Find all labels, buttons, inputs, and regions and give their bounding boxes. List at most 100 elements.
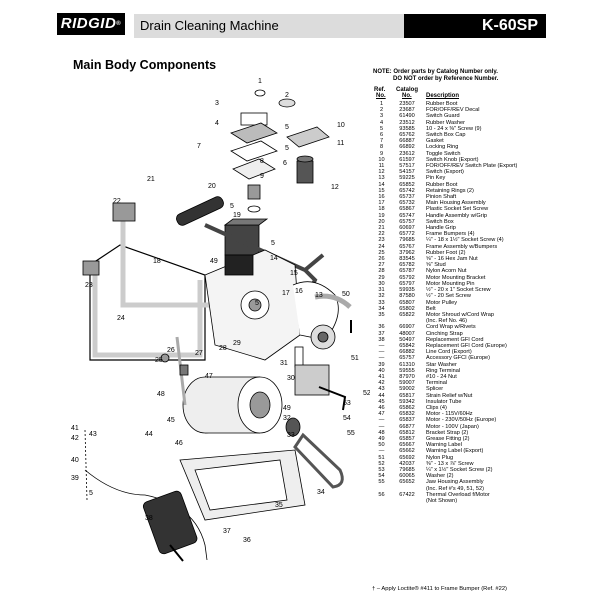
- callout-label: 49: [210, 258, 218, 265]
- part-desc: Switch Box: [426, 218, 454, 225]
- part-desc: Belt: [426, 305, 436, 312]
- table-row: (Inc. Ref #'s 49, 51, 52): [372, 486, 551, 492]
- part-ref: 9: [379, 150, 384, 157]
- callout-label: 5: [89, 490, 93, 497]
- part-cat: 65772: [399, 231, 415, 238]
- callout-label: 32: [283, 415, 291, 422]
- part-desc: Motor - 115V/60Hz: [426, 411, 473, 418]
- part-ref: 32: [378, 293, 385, 300]
- part-ref: 44: [378, 392, 385, 399]
- part-ref: 23: [378, 237, 385, 244]
- part-cat: 59342: [399, 398, 415, 405]
- part-desc: Insulator Tube: [426, 398, 462, 405]
- callout-label: 34: [317, 489, 325, 496]
- part-desc: Motor Shroud w/Cord Wrap: [426, 311, 494, 318]
- part-cat: 50497: [399, 336, 415, 343]
- part-cat: 59225: [399, 175, 415, 182]
- part-cat: 66877: [399, 423, 415, 430]
- part-ref: 25: [378, 249, 385, 256]
- part-cat: 65782: [399, 262, 415, 269]
- part-cat: 65762: [399, 132, 415, 139]
- part-ref: 56: [378, 491, 385, 498]
- part-desc: ⅝" - 16 Hex Jam Nut: [426, 256, 478, 263]
- part-cat: 65817: [399, 392, 415, 399]
- part-cat: 66907: [399, 324, 415, 331]
- part-ref: 38: [378, 336, 385, 343]
- part-cat: 65792: [399, 274, 415, 281]
- callout-label: 5: [285, 124, 289, 131]
- part-desc: Rubber Boot: [426, 101, 458, 107]
- part-cat: 65732: [399, 200, 415, 207]
- callout-label: 50: [342, 291, 350, 298]
- part-desc: FOR/OFF/REV Switch Plate (Export): [426, 163, 518, 170]
- part-ref: 19: [378, 212, 385, 219]
- part-cat: 23507: [399, 101, 415, 107]
- part-cat: 59007: [399, 380, 415, 387]
- brand-registered-mark: ®: [116, 21, 122, 27]
- callout-label: 5: [271, 240, 275, 247]
- part-desc: Switch Knob (Export): [426, 156, 479, 163]
- part-desc: Thermal Overload f/Motor: [426, 491, 490, 498]
- part-ref: 2: [379, 107, 384, 114]
- part-ref: 12: [378, 169, 385, 176]
- callout-label: 13: [315, 292, 323, 299]
- part-cat: 67422: [399, 491, 415, 498]
- part-desc: Line Cord (Export): [426, 349, 472, 356]
- part-desc: ¼" x 1½" Socket Screw (2): [426, 466, 493, 473]
- part-desc: Handle Assembly w/Grip: [426, 212, 487, 219]
- part-ref: 15: [378, 187, 385, 194]
- part-desc: Handle Grip: [426, 225, 456, 232]
- table-row: (Inc. Ref No. 46): [372, 318, 551, 324]
- callout-label: 23: [85, 282, 93, 289]
- part-desc: Toggle Switch: [426, 150, 461, 157]
- part-ref: 35: [378, 311, 385, 318]
- part-desc: #10 - 24 Nut: [426, 373, 457, 380]
- callout-label: 6: [283, 160, 287, 167]
- part-cat: 65837: [399, 417, 415, 424]
- callout-label: 33: [287, 432, 295, 439]
- part-desc: Rubber Washer: [426, 119, 465, 126]
- brand-logo: RIDGID®: [57, 13, 125, 35]
- part-ref: 10: [378, 156, 385, 163]
- part-cat: 65742: [399, 187, 415, 194]
- brand-name: RIDGID: [60, 15, 117, 32]
- callout-label: 5: [285, 145, 289, 152]
- part-ref: 53: [378, 466, 385, 473]
- callout-label: 39: [71, 475, 79, 482]
- part-cat: 59555: [399, 367, 415, 374]
- part-ref: 41: [378, 373, 385, 380]
- part-ref: 45: [378, 398, 385, 405]
- part-ref: 20: [378, 218, 385, 225]
- part-desc: ⅜" - 13 x ⅞" Screw: [426, 460, 474, 467]
- callout-label: 35: [275, 502, 283, 509]
- callout-label: 8: [260, 158, 264, 165]
- part-cat: 65757: [399, 355, 415, 362]
- part-desc: Motor Mounting Bracket: [426, 274, 486, 281]
- part-cat: 60065: [399, 473, 415, 480]
- part-cat: 65662: [399, 448, 415, 455]
- part-desc: Switch Box Cap: [426, 132, 466, 139]
- callout-label: 31: [280, 360, 288, 367]
- part-cat: 59935: [399, 287, 415, 294]
- part-cat: 23512: [399, 119, 415, 126]
- part-ref: 18: [378, 206, 385, 213]
- note-line-2: DO NOT order by Reference Number.: [393, 75, 499, 82]
- part-desc: Replacement GFI Cord (Europe): [426, 342, 507, 349]
- part-cat: 66892: [399, 144, 415, 151]
- callout-label: 16: [295, 288, 303, 295]
